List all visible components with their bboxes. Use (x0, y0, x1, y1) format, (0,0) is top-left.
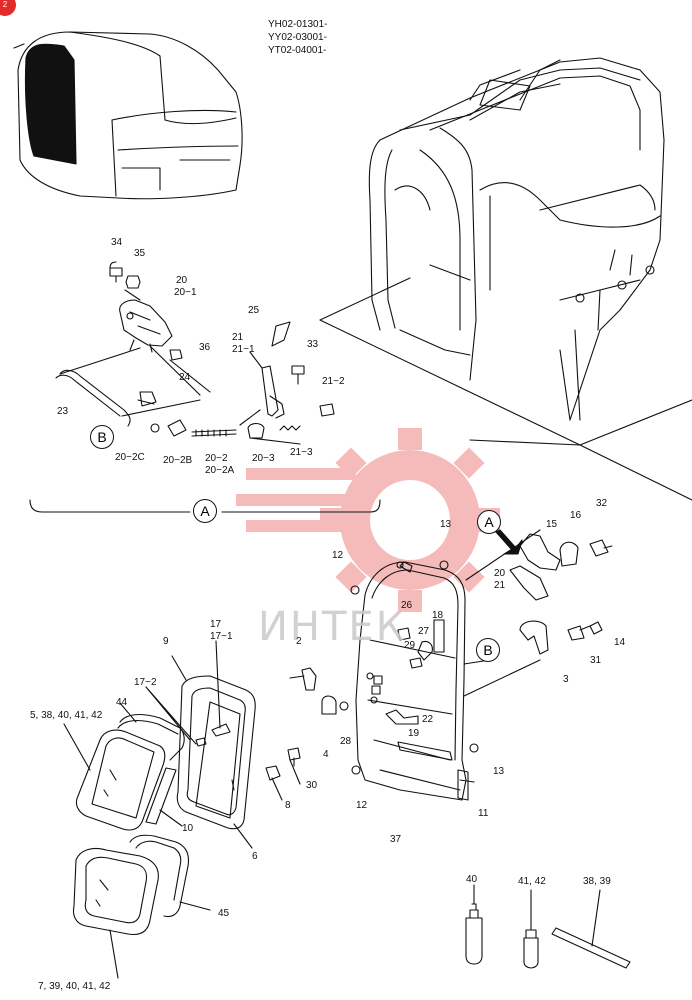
part-label-28: 28 (340, 736, 352, 747)
reference-plane-lines (319, 264, 692, 446)
part-label-20-1: 20−1 (174, 287, 197, 298)
cab-thumbnail (13, 31, 243, 200)
callout-a-ref: A (477, 510, 501, 534)
door-assembly (289, 560, 479, 801)
part-label-27: 27 (418, 626, 430, 637)
serial-number-3: YT02-04001- (268, 45, 327, 56)
part-label-37: 37 (390, 834, 402, 845)
part-label-17: 17 (210, 619, 222, 630)
part-label-20-right: 20 (494, 568, 506, 579)
part-label-6: 6 (252, 851, 258, 862)
part-label-36: 36 (199, 342, 211, 353)
window-parts (63, 640, 301, 979)
part-label-35: 35 (134, 248, 146, 259)
part-label-21-1: 21−1 (232, 344, 255, 355)
part-label-45: 45 (218, 908, 230, 919)
part-label-7-group: 7, 39, 40, 41, 42 (38, 981, 111, 992)
callout-b-left: B (90, 425, 114, 449)
part-label-32: 32 (596, 498, 608, 509)
serial-number-2: YY02-03001- (268, 32, 327, 43)
part-label-20-2c: 20−2C (115, 452, 145, 463)
part-label-2: 2 (296, 636, 302, 647)
part-label-26: 26 (401, 600, 413, 611)
part-label-25: 25 (248, 305, 260, 316)
part-label-3: 3 (563, 674, 569, 685)
part-label-18: 18 (432, 610, 444, 621)
door-plane-lines (463, 439, 692, 697)
serial-number-1: YH02-01301- (268, 19, 328, 30)
part-label-12-bottom: 12 (356, 800, 368, 811)
page-corner-badge: 2 (0, 0, 16, 16)
part-label-9: 9 (163, 636, 169, 647)
part-label-10: 10 (182, 823, 194, 834)
part-label-17-1: 17−1 (210, 631, 233, 642)
part-label-41-42: 41, 42 (518, 876, 546, 887)
part-label-12-top: 12 (332, 550, 344, 561)
part-label-31: 31 (590, 655, 602, 666)
part-label-23: 23 (57, 406, 69, 417)
part-label-19: 19 (408, 728, 420, 739)
part-label-20-2: 20−2 (205, 453, 228, 464)
watermark-text: ИНТЕК (258, 604, 407, 650)
part-label-8: 8 (285, 800, 291, 811)
callout-a-detail: A (193, 499, 217, 523)
part-label-13-top: 13 (440, 519, 452, 530)
part-label-20-3: 20−3 (252, 453, 275, 464)
part-label-14: 14 (614, 637, 626, 648)
callout-b-right: B (476, 638, 500, 662)
part-label-16: 16 (570, 510, 582, 521)
part-label-30: 30 (306, 780, 318, 791)
part-label-17-2: 17−2 (134, 677, 157, 688)
part-label-34: 34 (111, 237, 123, 248)
serial-number-block: YH02-01301- YY02-03001- YT02-04001- (268, 18, 327, 57)
watermark-gear-icon (236, 428, 500, 612)
part-label-22: 22 (422, 714, 434, 725)
part-label-40: 40 (466, 874, 478, 885)
cab-frame (368, 57, 665, 421)
part-label-13-bottom: 13 (493, 766, 505, 777)
part-label-21-2: 21−2 (322, 376, 345, 387)
part-label-44: 44 (116, 697, 128, 708)
part-label-20-2b: 20−2B (163, 455, 193, 466)
consumables (465, 884, 631, 969)
part-label-24: 24 (179, 372, 191, 383)
part-label-21-right: 21 (494, 580, 506, 591)
part-label-20-2a: 20−2A (205, 465, 235, 476)
detail-a-parts (55, 261, 335, 445)
part-label-5-group: 5, 38, 40, 41, 42 (30, 710, 103, 721)
part-label-4: 4 (323, 749, 329, 760)
part-label-29: 29 (404, 640, 416, 651)
part-label-38-39: 38, 39 (583, 876, 611, 887)
part-label-33: 33 (307, 339, 319, 350)
detail-a-bracket (29, 499, 381, 513)
part-label-21-3: 21−3 (290, 447, 313, 458)
part-label-11: 11 (478, 808, 489, 819)
part-label-21: 21 (232, 332, 244, 343)
part-label-20: 20 (176, 275, 188, 286)
part-label-15: 15 (546, 519, 558, 530)
